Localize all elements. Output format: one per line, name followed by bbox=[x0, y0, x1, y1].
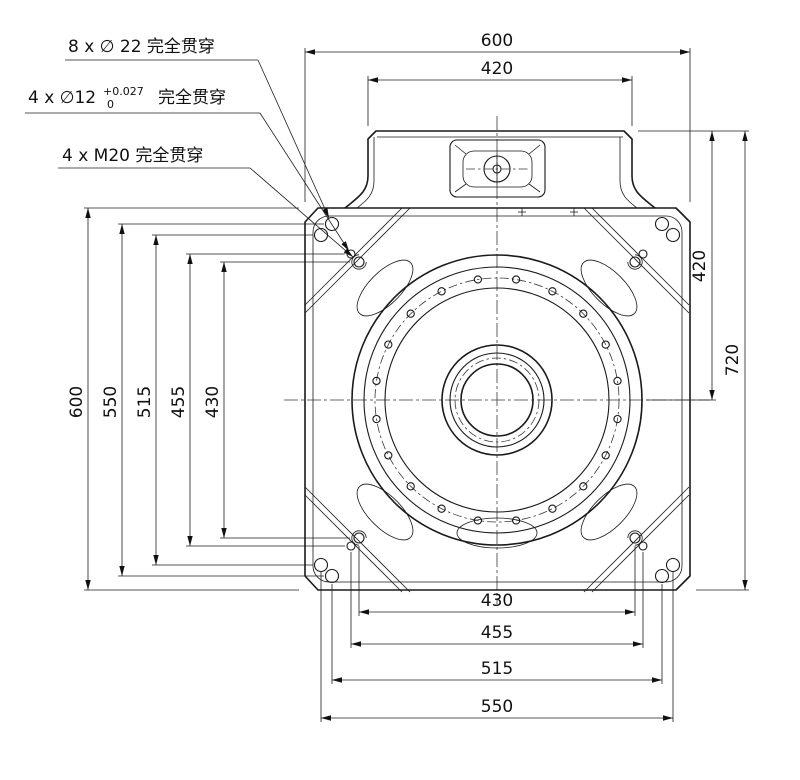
flange-circles bbox=[351, 254, 643, 546]
base-body-outline bbox=[304, 207, 691, 591]
dim-label-bottom-430: 430 bbox=[481, 591, 513, 611]
callout-tolerance-lower: 0 bbox=[107, 98, 114, 111]
flange-bolt-hole bbox=[437, 287, 446, 296]
reference-cross-left bbox=[518, 208, 526, 216]
dim-label-left-455: 455 bbox=[169, 386, 189, 418]
dim-label-top-420: 420 bbox=[481, 59, 513, 79]
dimension-bottom-430: 430 bbox=[358, 546, 636, 616]
flange-bolt-hole bbox=[601, 340, 610, 349]
dimension-bottom-515: 515 bbox=[331, 584, 663, 684]
center-bore bbox=[441, 344, 553, 456]
callout-holes-22: 8 x ∅ 22 完全贯穿 bbox=[65, 37, 330, 219]
dim-label-right-420: 420 bbox=[690, 250, 710, 282]
flange-bolt-hole bbox=[511, 275, 521, 284]
flange-bolt-hole bbox=[372, 414, 381, 424]
dimension-left-430: 430 bbox=[203, 261, 350, 539]
flange-bolt-hole bbox=[548, 504, 557, 513]
flange-bolt-hole bbox=[613, 414, 622, 424]
callout-text-holes-m20: 4 x M20 完全贯穿 bbox=[62, 146, 203, 166]
dim-label-left-600: 600 bbox=[67, 386, 87, 418]
flange-bolt-hole bbox=[406, 309, 415, 318]
callout-holes-12: 4 x ∅12 +0.027 0 完全贯穿 bbox=[25, 85, 350, 252]
dimension-right-420: 420 bbox=[638, 130, 749, 401]
dim-label-left-550: 550 bbox=[101, 386, 121, 418]
dim-label-bottom-455: 455 bbox=[481, 623, 513, 643]
bolt-circle-holes bbox=[372, 275, 622, 525]
leader-holes-22 bbox=[257, 59, 330, 219]
bolt-circle-centerline bbox=[374, 277, 620, 523]
callout-text-holes-12-suffix: 完全贯穿 bbox=[158, 88, 226, 108]
corner-features-bottom-left bbox=[304, 474, 423, 593]
centerlines bbox=[284, 116, 710, 604]
corner-features-bottom-right bbox=[571, 474, 690, 593]
top-bracket bbox=[344, 130, 656, 216]
dimension-bottom-550: 550 bbox=[320, 572, 674, 722]
flange-bolt-hole bbox=[579, 482, 588, 491]
leader-holes-12 bbox=[259, 112, 350, 252]
dimension-bottom-455: 455 bbox=[350, 552, 644, 648]
callout-tolerance-upper: +0.027 bbox=[103, 85, 144, 98]
dimension-left-550: 550 bbox=[101, 223, 324, 577]
callout-holes-m20: 4 x M20 完全贯穿 bbox=[58, 146, 354, 258]
bottom-center-boss bbox=[456, 517, 538, 549]
flange-bolt-hole bbox=[473, 275, 483, 284]
reference-cross-right bbox=[570, 208, 578, 216]
dimension-top-420: 420 bbox=[367, 59, 633, 126]
dim-label-bottom-515: 515 bbox=[481, 659, 513, 679]
flange-bolt-hole bbox=[384, 451, 393, 460]
dimension-left-600: 600 bbox=[67, 207, 299, 591]
dim-label-bottom-550: 550 bbox=[481, 697, 513, 717]
corner-features-top-right bbox=[571, 207, 690, 326]
dimension-right-720: 720 bbox=[696, 131, 749, 591]
flange-bolt-hole bbox=[579, 309, 588, 318]
dimension-top-600: 600 bbox=[304, 31, 691, 202]
flange-bolt-hole bbox=[406, 482, 415, 491]
corner-features-top-left bbox=[304, 207, 423, 326]
flange-outer-circle bbox=[351, 254, 643, 546]
connector-slot bbox=[462, 150, 533, 188]
dim-label-right-720: 720 bbox=[723, 344, 743, 376]
flange-bolt-hole bbox=[437, 504, 446, 513]
flange-bolt-hole bbox=[601, 451, 610, 460]
dim-label-top-600: 600 bbox=[481, 31, 513, 51]
dim-label-left-430: 430 bbox=[203, 386, 223, 418]
flange-bolt-hole bbox=[548, 287, 557, 296]
flange-bolt-hole bbox=[613, 376, 622, 386]
dimension-left-515: 515 bbox=[135, 234, 313, 566]
flange-bolt-hole bbox=[372, 376, 381, 386]
flange-bolt-hole bbox=[384, 340, 393, 349]
callout-text-holes-12: 4 x ∅12 bbox=[28, 88, 96, 108]
dimension-left-455: 455 bbox=[169, 253, 345, 547]
connector-detail bbox=[449, 139, 546, 198]
leader-holes-m20 bbox=[249, 167, 354, 258]
callout-text-holes-22: 8 x ∅ 22 完全贯穿 bbox=[68, 37, 215, 57]
body-inner-contour bbox=[312, 215, 683, 583]
dim-label-left-515: 515 bbox=[135, 386, 155, 418]
